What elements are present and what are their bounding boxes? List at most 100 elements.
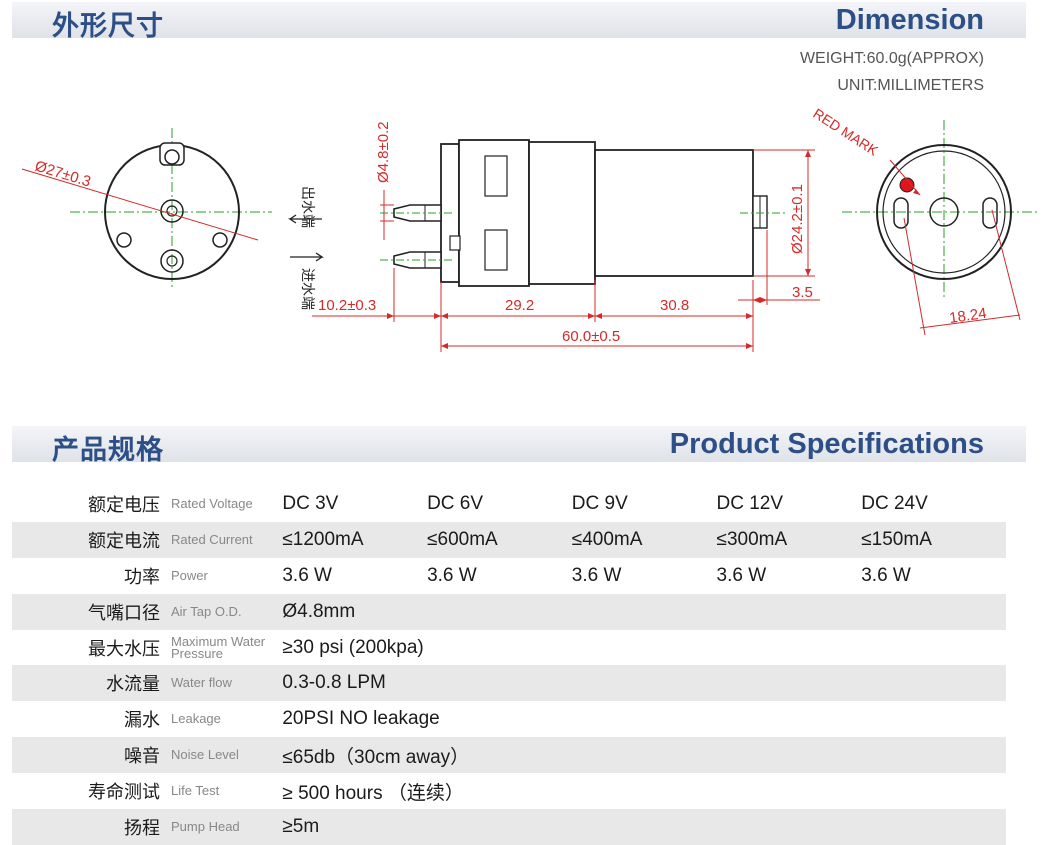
spec-title-en: Product Specifications bbox=[669, 428, 984, 460]
spec-value: 3.6 W bbox=[427, 564, 477, 586]
spec-label-cn: 扬程 bbox=[124, 817, 160, 839]
spec-value: DC 12V bbox=[716, 492, 784, 514]
back-body-circle bbox=[876, 144, 1012, 280]
spec-label-en: Leakage bbox=[171, 711, 221, 727]
dim-terminal: 3.5 bbox=[792, 284, 813, 301]
red-mark-label: RED MARK bbox=[810, 105, 881, 159]
dimension-header: 外形尺寸 Dimension bbox=[12, 2, 1026, 42]
spec-label-cn: 气嘴口径 bbox=[88, 602, 160, 624]
spec-label-cn: 水流量 bbox=[106, 674, 160, 696]
inlet-label: 进水端 bbox=[299, 268, 315, 310]
back-view: RED MARK 18.24 bbox=[810, 105, 1040, 336]
dimension-title-en: Dimension bbox=[835, 4, 984, 36]
spec-label-en: Water flow bbox=[171, 675, 232, 691]
table-row: 噪音 Noise Level ≤65db（30cm away） bbox=[12, 737, 1006, 774]
red-mark-dot bbox=[899, 177, 915, 193]
spec-table: 额定电压 Rated Voltage DC 3V DC 6V DC 9V DC 1… bbox=[12, 486, 1006, 845]
side-view: Ø4.8±0.2 出水端 进水端 10.2±0.3 29.2 30.8 3.5 … bbox=[287, 121, 820, 352]
spec-label-en: Rated Current bbox=[171, 531, 253, 547]
spec-value: 20PSI NO leakage bbox=[282, 708, 440, 730]
motor-diameter-label: Ø24.2±0.1 bbox=[789, 184, 806, 254]
table-row: 额定电压 Rated Voltage DC 3V DC 6V DC 9V DC 1… bbox=[12, 486, 1006, 522]
spec-label-en: Life Test bbox=[171, 783, 220, 799]
dim-arrow bbox=[753, 297, 767, 303]
spec-label-cn: 寿命测试 bbox=[88, 782, 160, 804]
outlet-label: 出水端 bbox=[299, 186, 315, 228]
terminal-slot bbox=[982, 197, 998, 229]
spec-value: DC 24V bbox=[861, 492, 928, 514]
spec-value: Ø4.8mm bbox=[282, 593, 1006, 630]
spec-value: DC 3V bbox=[282, 492, 339, 514]
red-mark-leader bbox=[889, 159, 921, 196]
spec-label-cn: 噪音 bbox=[124, 746, 160, 768]
spec-value: ≥5m bbox=[282, 809, 1006, 845]
dim-motor: 30.8 bbox=[660, 297, 689, 314]
front-view: Ø27±0.3 bbox=[21, 128, 272, 290]
spec-label-cn: 最大水压 bbox=[88, 638, 160, 660]
spec-value: ≤400mA bbox=[571, 521, 717, 558]
dim-tap-length: 10.2±0.3 bbox=[318, 297, 376, 314]
spec-label-cn: 额定电流 bbox=[88, 530, 160, 552]
spec-label-cn: 漏水 bbox=[124, 710, 160, 732]
spec-label-en: Noise Level bbox=[171, 747, 239, 763]
dim-total: 60.0±0.5 bbox=[562, 328, 620, 345]
dim-holes: 18.24 bbox=[948, 305, 988, 327]
spec-value: ≤150mA bbox=[861, 521, 1006, 558]
dim-ext bbox=[991, 209, 1021, 321]
spec-value: ≥ 500 hours （连续） bbox=[282, 782, 464, 804]
table-row: 漏水 Leakage 20PSI NO leakage bbox=[12, 701, 1006, 737]
front-top-lug bbox=[159, 142, 185, 166]
pump-body bbox=[528, 141, 596, 285]
spec-title-cn: 产品规格 bbox=[52, 435, 164, 466]
unit-note: UNIT:MILLIMETERS bbox=[837, 77, 984, 94]
spec-value: DC 9V bbox=[571, 492, 628, 514]
spec-value: DC 6V bbox=[427, 492, 484, 514]
dim-head: 29.2 bbox=[505, 297, 534, 314]
table-row: 寿命测试 Life Test ≥ 500 hours （连续） bbox=[12, 773, 1006, 809]
table-row: 气嘴口径 Air Tap O.D. Ø4.8mm bbox=[12, 593, 1006, 630]
screw-icon bbox=[116, 232, 132, 248]
front-diameter-label: Ø27±0.3 bbox=[33, 158, 93, 191]
table-row: 水流量 Water flow 0.3-0.8 LPM bbox=[12, 665, 1006, 702]
table-row: 功率 Power 3.6 W 3.6 W 3.6 W 3.6 W 3.6 W bbox=[12, 558, 1006, 594]
spec-label-en: Power bbox=[171, 567, 208, 583]
table-row: 最大水压 Maximum Water Pressure ≥30 psi (200k… bbox=[12, 630, 1006, 666]
outlet-arrow-icon bbox=[287, 214, 322, 224]
spec-value: ≤600mA bbox=[427, 521, 572, 558]
spec-label-en: Air Tap O.D. bbox=[171, 603, 242, 619]
spec-value: 3.6 W bbox=[861, 564, 911, 586]
terminal-slot bbox=[893, 197, 909, 229]
inlet-arrow-icon bbox=[290, 252, 325, 262]
tap-diameter-label: Ø4.8±0.2 bbox=[375, 121, 392, 183]
red-mark-arrow bbox=[913, 189, 920, 195]
spec-value: ≥30 psi (200kpa) bbox=[282, 636, 424, 658]
motor-shaft-boss bbox=[929, 197, 959, 227]
screw-icon bbox=[164, 149, 180, 165]
dim-ext bbox=[903, 217, 926, 336]
spec-value: ≤65db（30cm away） bbox=[282, 737, 1006, 774]
spec-value: 3.6 W bbox=[282, 564, 332, 586]
screw-icon bbox=[212, 232, 228, 248]
back-inner-circle bbox=[882, 150, 1006, 274]
spec-label-cn: 功率 bbox=[124, 566, 160, 588]
pump-head-detail bbox=[484, 155, 508, 197]
inlet-port-circle bbox=[160, 249, 184, 273]
spec-label-cn: 额定电压 bbox=[88, 494, 160, 516]
dimension-title-cn: 外形尺寸 bbox=[52, 11, 164, 42]
spec-value: 3.6 W bbox=[571, 564, 622, 586]
spec-header: 产品规格 Product Specifications bbox=[12, 426, 1026, 466]
pump-head-detail bbox=[484, 229, 508, 271]
spec-value: 3.6 W bbox=[716, 564, 767, 586]
motor-can bbox=[594, 149, 754, 277]
outlet-port-bore bbox=[166, 205, 178, 217]
inlet-port-bore bbox=[166, 255, 178, 267]
spec-value: ≤300mA bbox=[716, 521, 862, 558]
spec-value: 0.3-0.8 LPM bbox=[282, 665, 1006, 702]
spec-label-en: Rated Voltage bbox=[171, 495, 253, 511]
dimension-drawing: Ø27±0.3 Ø4.8±0.2 出水端 进水端 bbox=[21, 105, 1040, 352]
spec-label-en: Maximum Water Pressure bbox=[171, 633, 266, 661]
front-diameter-line bbox=[21, 168, 259, 241]
pump-clip bbox=[449, 235, 461, 251]
